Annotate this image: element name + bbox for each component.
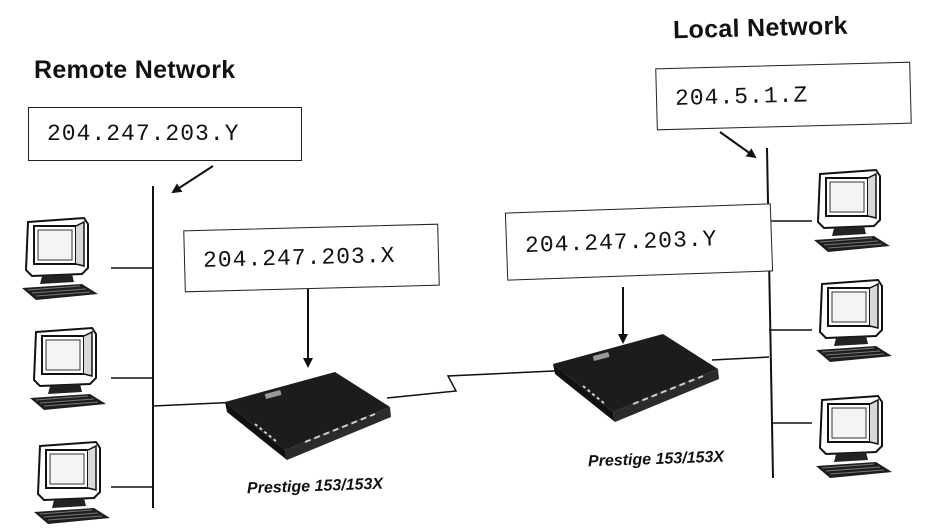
computer-icon (815, 279, 893, 363)
computer-icon (813, 169, 891, 253)
local-router-ip-box: 204.247.203.Y (504, 203, 774, 281)
computer-icon (815, 395, 893, 479)
computer-icon (29, 327, 107, 411)
router-icon (224, 371, 392, 461)
computer-icon (21, 217, 99, 301)
remote-router-ip-box: 204.247.203.X (183, 223, 440, 293)
remote-network-title: Remote Network (34, 56, 236, 84)
computer-icon (33, 441, 111, 525)
arrow-icon (171, 165, 214, 194)
local-network-ip-box: 204.5.1.Z (655, 61, 912, 131)
arrow-icon (719, 131, 757, 159)
remote-network-ip-box: 204.247.203.Y (28, 107, 302, 161)
wan-link (386, 369, 576, 399)
local-network-title: Local Network (672, 11, 849, 45)
router-icon (552, 333, 720, 423)
local-bus-line (766, 147, 774, 479)
